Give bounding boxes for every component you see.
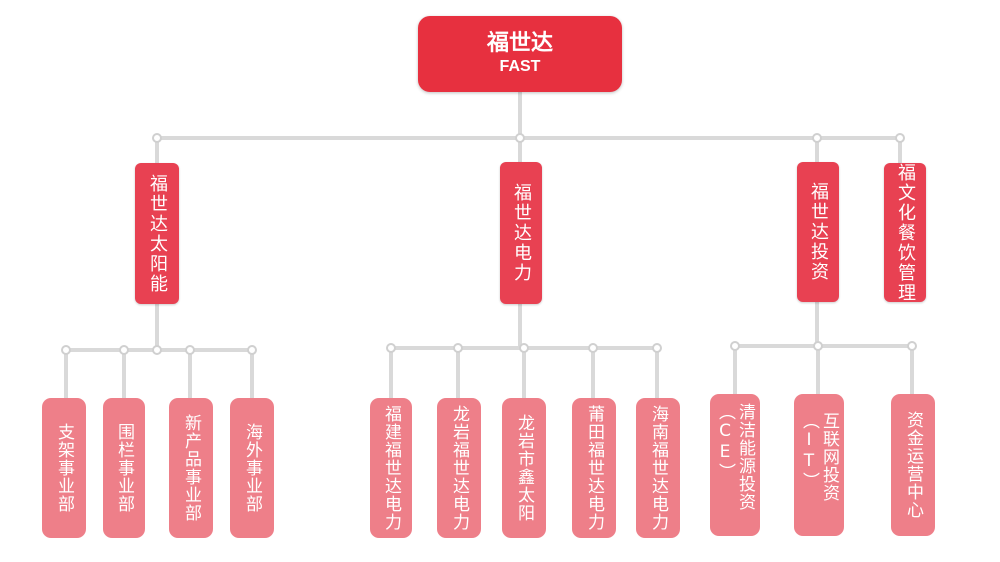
node-bracket-division: 支架事业部 — [42, 398, 86, 538]
node-longyan-xintaiyang: 龙岩市鑫太阳 — [502, 398, 546, 538]
node-fence-division: 围栏事业部 — [103, 398, 145, 538]
node-label: 龙岩福世达电力 — [449, 405, 469, 531]
node-internet-investment: 互联网投资（IT） — [794, 394, 844, 536]
node-new-product-division: 新产品事业部 — [169, 398, 213, 538]
node-longyan-power: 龙岩福世达电力 — [437, 398, 481, 538]
root-subtitle: FAST — [499, 58, 541, 75]
node-label: 支架事业部 — [54, 423, 74, 513]
node-label: 福建福世达电力 — [381, 405, 401, 531]
node-label: 海南福世达电力 — [648, 405, 668, 531]
node-label: 海外事业部 — [242, 423, 262, 513]
node-label: 龙岩市鑫太阳 — [514, 414, 534, 522]
node-hainan-power: 海南福世达电力 — [636, 398, 680, 538]
node-catering: 福文化餐饮管理 — [884, 162, 926, 303]
node-label: 资金运营中心 — [903, 411, 923, 519]
node-clean-energy-investment: 清洁能源投资（CE） — [710, 394, 760, 536]
node-label: 围栏事业部 — [114, 423, 134, 513]
root-title: 福世达 — [486, 31, 553, 56]
root-node: 福世达 FAST — [418, 16, 622, 92]
node-label: 福世达太阳能 — [147, 173, 168, 294]
node-overseas-division: 海外事业部 — [230, 398, 274, 538]
node-label: 互联网投资（IT） — [799, 412, 839, 502]
node-power: 福世达电力 — [500, 162, 542, 304]
node-fujian-power: 福建福世达电力 — [370, 398, 412, 538]
node-label: 福文化餐饮管理 — [895, 162, 916, 303]
node-label: 清洁能源投资（CE） — [715, 403, 755, 511]
node-label: 莆田福世达电力 — [584, 405, 604, 531]
node-label: 福世达投资 — [808, 182, 829, 282]
node-solar: 福世达太阳能 — [135, 163, 179, 304]
node-investment: 福世达投资 — [797, 162, 839, 302]
node-putian-power: 莆田福世达电力 — [572, 398, 616, 538]
node-fund-operation-center: 资金运营中心 — [891, 394, 935, 536]
node-label: 新产品事业部 — [181, 414, 201, 522]
node-label: 福世达电力 — [511, 183, 532, 283]
